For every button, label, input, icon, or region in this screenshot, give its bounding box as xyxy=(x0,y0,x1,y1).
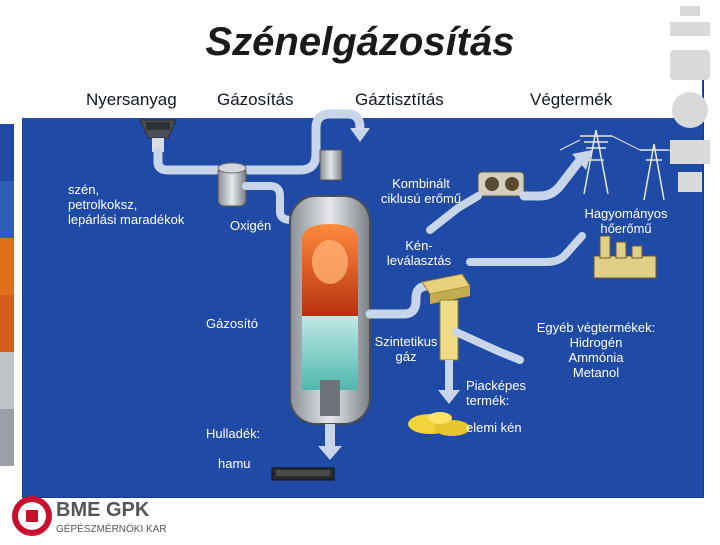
logo-main-text: BME GPK xyxy=(56,499,150,521)
ash-arrowhead xyxy=(318,446,342,460)
oxygen-tank-icon xyxy=(217,162,247,207)
conventional-plant-icon xyxy=(593,235,657,279)
sulfur-removal-unit-icon xyxy=(421,273,471,361)
gasifier-vessel-icon xyxy=(289,149,371,425)
feed-pipe xyxy=(153,109,365,175)
side-stripes xyxy=(0,124,14,469)
slide-title: Szénelgázosítás xyxy=(205,20,515,64)
marketable-product-label: Piacképes termék: xyxy=(466,378,526,408)
header-strip xyxy=(22,76,702,118)
sulfur-removal-label: Kén- leválasztás xyxy=(386,238,452,268)
sulfur-pile-icon xyxy=(408,412,470,436)
power-line-arrowhead xyxy=(572,150,592,170)
syngas-label: Szintetikus gáz xyxy=(374,334,438,364)
header-end-product: Végtermék xyxy=(530,90,613,109)
bme-gpk-logo: BME GPK GÉPÉSZMÉRNÖKI KAR xyxy=(6,494,226,540)
to-other-products-pipe xyxy=(452,328,524,364)
combined-cycle-label: Kombinált ciklusú erőmű xyxy=(380,176,462,206)
decorative-icons xyxy=(670,6,710,192)
logo-sub-text: GÉPÉSZMÉRNÖKI KAR xyxy=(56,522,167,535)
to-conventional-plant-pipe xyxy=(466,232,586,266)
elemental-sulfur-label: elemi kén xyxy=(466,420,522,435)
syngas-to-combined-pipe xyxy=(426,192,482,234)
syngas-pipe xyxy=(365,281,441,319)
to-power-line-pipe xyxy=(519,155,585,201)
feed-hopper-icon xyxy=(139,119,177,152)
header-gas-cleaning: Gáztisztítás xyxy=(355,90,444,109)
ash-label: hamu xyxy=(218,456,251,471)
gasifier-label: Gázosító xyxy=(206,316,259,331)
header-gasification: Gázosítás xyxy=(217,90,294,109)
feed-arrowhead xyxy=(350,128,370,142)
feed-label: szén, petrolkoksz, lepárlási maradékok xyxy=(68,182,185,227)
feed-pipe xyxy=(158,96,332,172)
oxygen-pipe xyxy=(242,182,304,224)
conventional-plant-label: Hagyományos hőerőmű xyxy=(584,206,668,236)
oxygen-label: Oxigén xyxy=(230,218,272,233)
sulfur-arrowhead xyxy=(438,390,460,404)
waste-label: Hulladék: xyxy=(206,426,261,441)
ash-tray-icon xyxy=(271,467,335,481)
header-feedstock: Nyersanyag xyxy=(86,90,177,109)
other-products-label: Egyéb végtermékek: Hidrogén Ammónia Meta… xyxy=(536,320,656,380)
combined-cycle-plant-icon xyxy=(477,171,525,197)
